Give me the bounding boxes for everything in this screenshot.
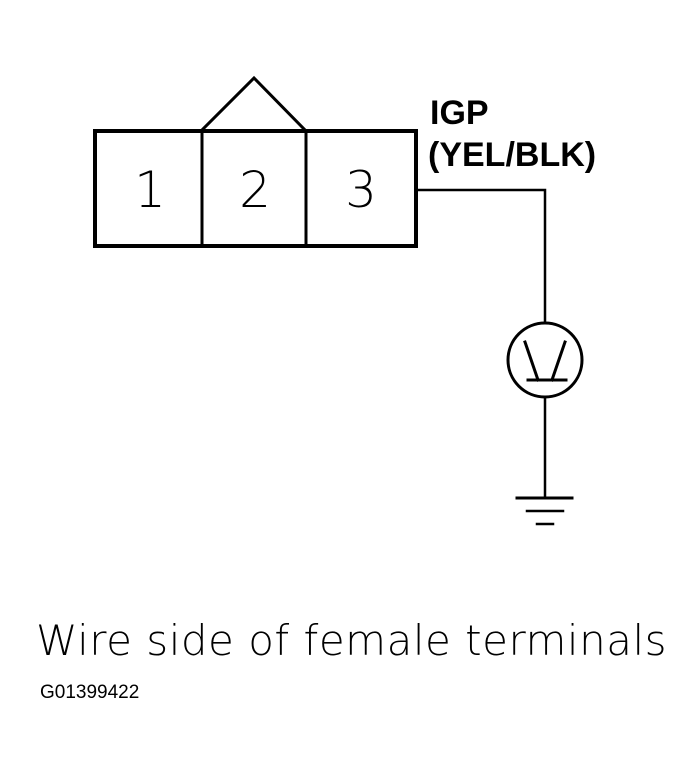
terminal-2-label: 2 <box>239 161 271 219</box>
terminal-3-label: 3 <box>345 161 377 219</box>
terminal-1-label: 1 <box>134 161 166 219</box>
wire-color-label: (YEL/BLK) <box>428 136 596 174</box>
connector-lock-tab-icon <box>198 75 309 134</box>
connector-housing <box>93 129 418 248</box>
wire-name-label: IGP <box>430 94 489 132</box>
voltmeter-icon <box>506 321 584 399</box>
signal-wire <box>414 188 547 325</box>
figure-id: G01399422 <box>40 682 140 703</box>
ground-icon <box>515 496 574 526</box>
diagram-caption: Wire side of female terminals <box>36 616 668 665</box>
